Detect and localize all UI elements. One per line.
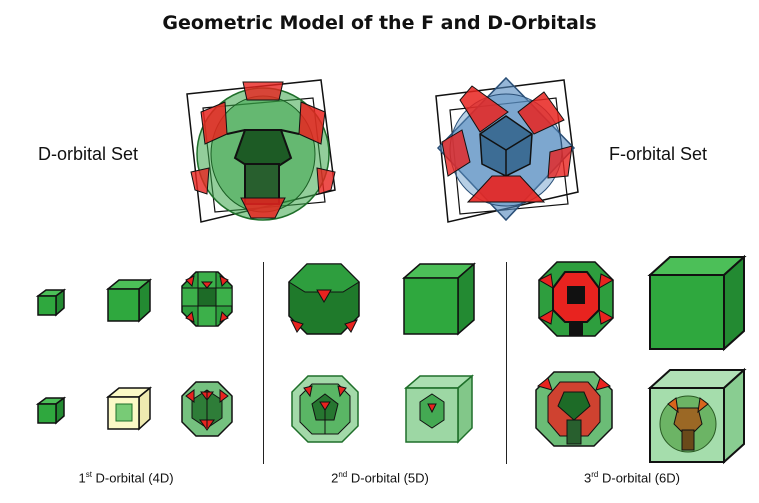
rhombicuboctahedron-4d <box>181 271 233 327</box>
small-cube-4d-row2 <box>35 396 67 425</box>
ordinal-number: 3 <box>584 470 592 486</box>
ordinal-number: 1 <box>78 470 86 486</box>
page-title: Geometric Model of the F and D-Orbitals <box>162 12 597 34</box>
section-text: D-orbital (5D) <box>347 470 429 486</box>
nested-polyhedron-6d <box>535 371 613 447</box>
ordinal-suffix: st <box>85 470 92 479</box>
truncated-cuboctahedron-6d <box>537 261 615 337</box>
d-orbital-set-label: D-orbital Set <box>38 144 139 164</box>
nested-cube-4d <box>105 386 153 431</box>
nested-polyhedron-4d <box>181 381 233 437</box>
section-divider <box>506 262 507 464</box>
f-orbital-set-figure <box>435 76 579 223</box>
section-divider <box>263 262 264 464</box>
section-label-5d: 2nd D-orbital (5D) <box>280 470 480 485</box>
section-text: D-orbital (4D) <box>91 470 174 486</box>
section-text: D-orbital (6D) <box>598 470 680 486</box>
d-orbital-set-figure <box>186 79 336 223</box>
large-cube-6d <box>647 254 747 352</box>
section-label-4d: 1st D-orbital (4D) <box>26 470 226 485</box>
large-cube-5d <box>402 262 476 336</box>
nested-cube-5d <box>403 374 475 444</box>
nested-polyhedron-5d <box>291 375 359 443</box>
f-orbital-set-label: F-orbital Set <box>609 144 708 164</box>
medium-cube-4d <box>105 278 153 323</box>
truncated-cube-5d <box>288 263 360 335</box>
section-label-6d: 3rd D-orbital (6D) <box>532 470 732 485</box>
nested-cube-6d <box>647 367 747 465</box>
ordinal-suffix: rd <box>591 470 599 479</box>
ordinal-number: 2 <box>331 470 339 486</box>
ordinal-suffix: nd <box>338 470 348 479</box>
small-cube-4d <box>35 288 67 317</box>
